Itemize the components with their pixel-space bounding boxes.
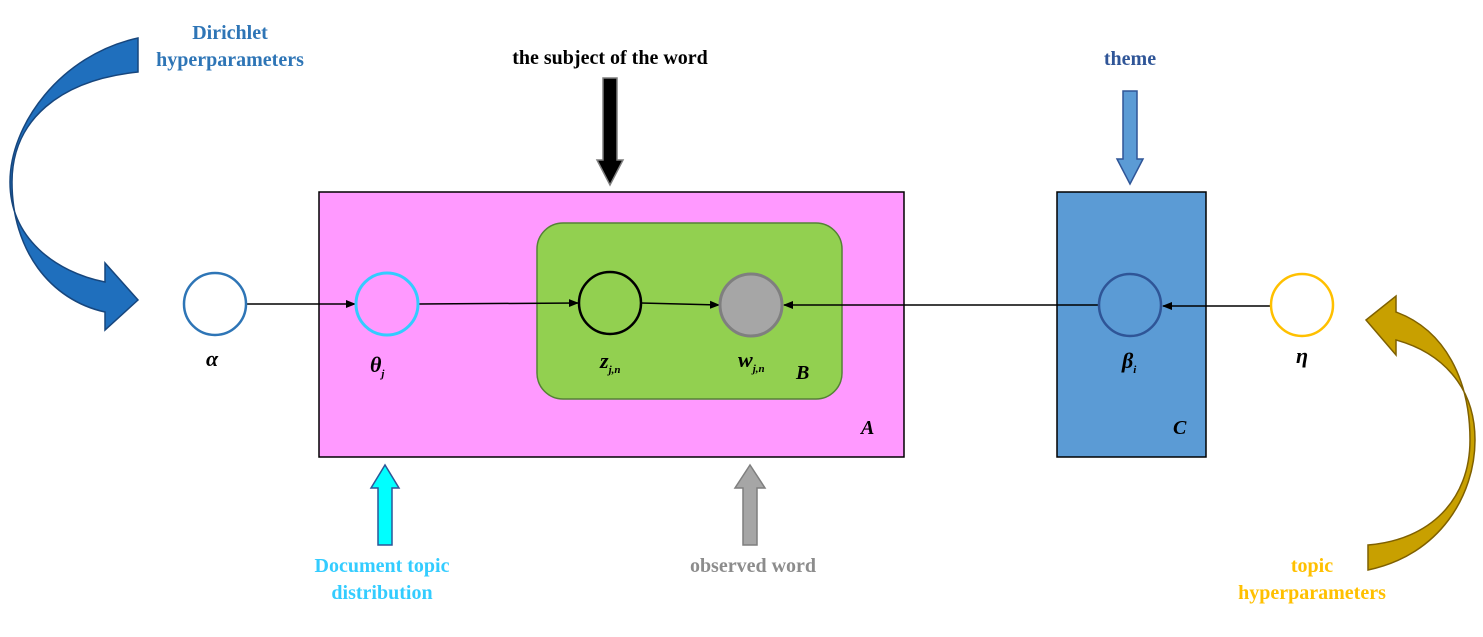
beta-node: [1097, 272, 1163, 338]
z-symbol: zj,n: [600, 348, 621, 376]
plate-b-label: B: [796, 362, 810, 384]
plate-c-label: C: [1173, 417, 1187, 439]
subject-arrow: [595, 77, 625, 187]
plate-a-label: A: [861, 417, 875, 439]
edge-theta-z: [418, 299, 579, 308]
z-node: [577, 270, 643, 336]
theme-arrow: [1115, 90, 1145, 186]
subject-label: the subject of the word: [512, 47, 708, 69]
theta-subscript: j: [381, 368, 385, 380]
eta-symbol-text: η: [1296, 343, 1309, 368]
theta-node: [354, 271, 420, 337]
theta-symbol-text: θ: [370, 352, 382, 377]
topic-label-line2: hyperparameters: [1238, 582, 1386, 604]
w-symbol-text: w: [738, 347, 753, 372]
dirichlet-label-line1: Dirichlet: [192, 22, 268, 44]
w-symbol: wj,n: [738, 347, 765, 375]
topic-label-line1: topic: [1290, 555, 1334, 577]
theme-label: theme: [1103, 48, 1157, 70]
alpha-symbol-text: α: [206, 346, 219, 371]
dirichlet-label-line2: hyperparameters: [156, 49, 304, 71]
topic-curved-arrow: [1364, 294, 1476, 571]
observed-label: observed word: [689, 555, 817, 577]
doc-topic-label: Document topic distribution: [282, 553, 482, 607]
edge-z-w: [640, 300, 720, 309]
doc-topic-label-line2: distribution: [331, 582, 433, 604]
observed-arrow: [733, 463, 767, 546]
theta-symbol: θj: [370, 352, 384, 380]
topic-label: topic hyperparameters: [1212, 553, 1412, 607]
w-subscript: j,n: [752, 363, 765, 375]
w-node: [718, 272, 784, 338]
dirichlet-curved-arrow: [9, 37, 140, 332]
eta-node: [1269, 272, 1335, 338]
dirichlet-label: Dirichlet hyperparameters: [130, 20, 330, 74]
alpha-node: [182, 271, 248, 337]
beta-symbol-text: β: [1122, 348, 1134, 373]
beta-symbol: βi: [1122, 348, 1136, 376]
eta-symbol: η: [1296, 343, 1308, 369]
doc-topic-label-line1: Document topic: [314, 555, 450, 577]
beta-subscript: i: [1133, 364, 1137, 376]
plate-b: [536, 222, 843, 400]
doc-topic-arrow: [369, 463, 401, 546]
alpha-symbol: α: [206, 346, 218, 372]
z-subscript: j,n: [608, 364, 621, 376]
z-symbol-text: z: [600, 348, 609, 373]
